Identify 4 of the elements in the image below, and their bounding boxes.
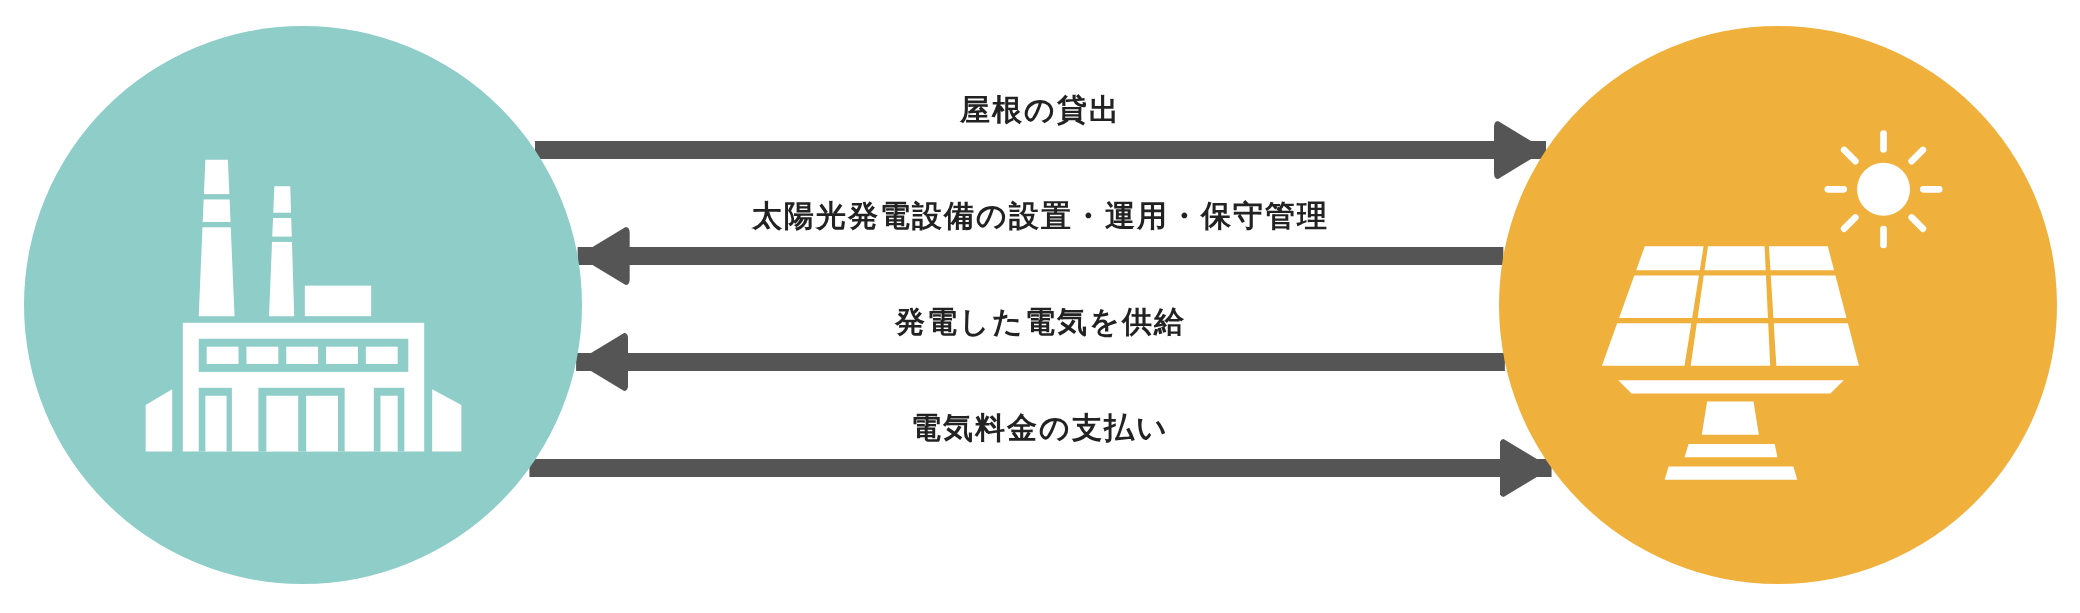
edge-label: 太陽光発電設備の設置・運用・保守管理 xyxy=(751,198,1329,234)
edge-label: 電気料金の支払い xyxy=(911,410,1169,446)
edge-label: 屋根の貸出 xyxy=(959,92,1121,128)
edge-label: 発電した電気を供給 xyxy=(894,304,1186,340)
